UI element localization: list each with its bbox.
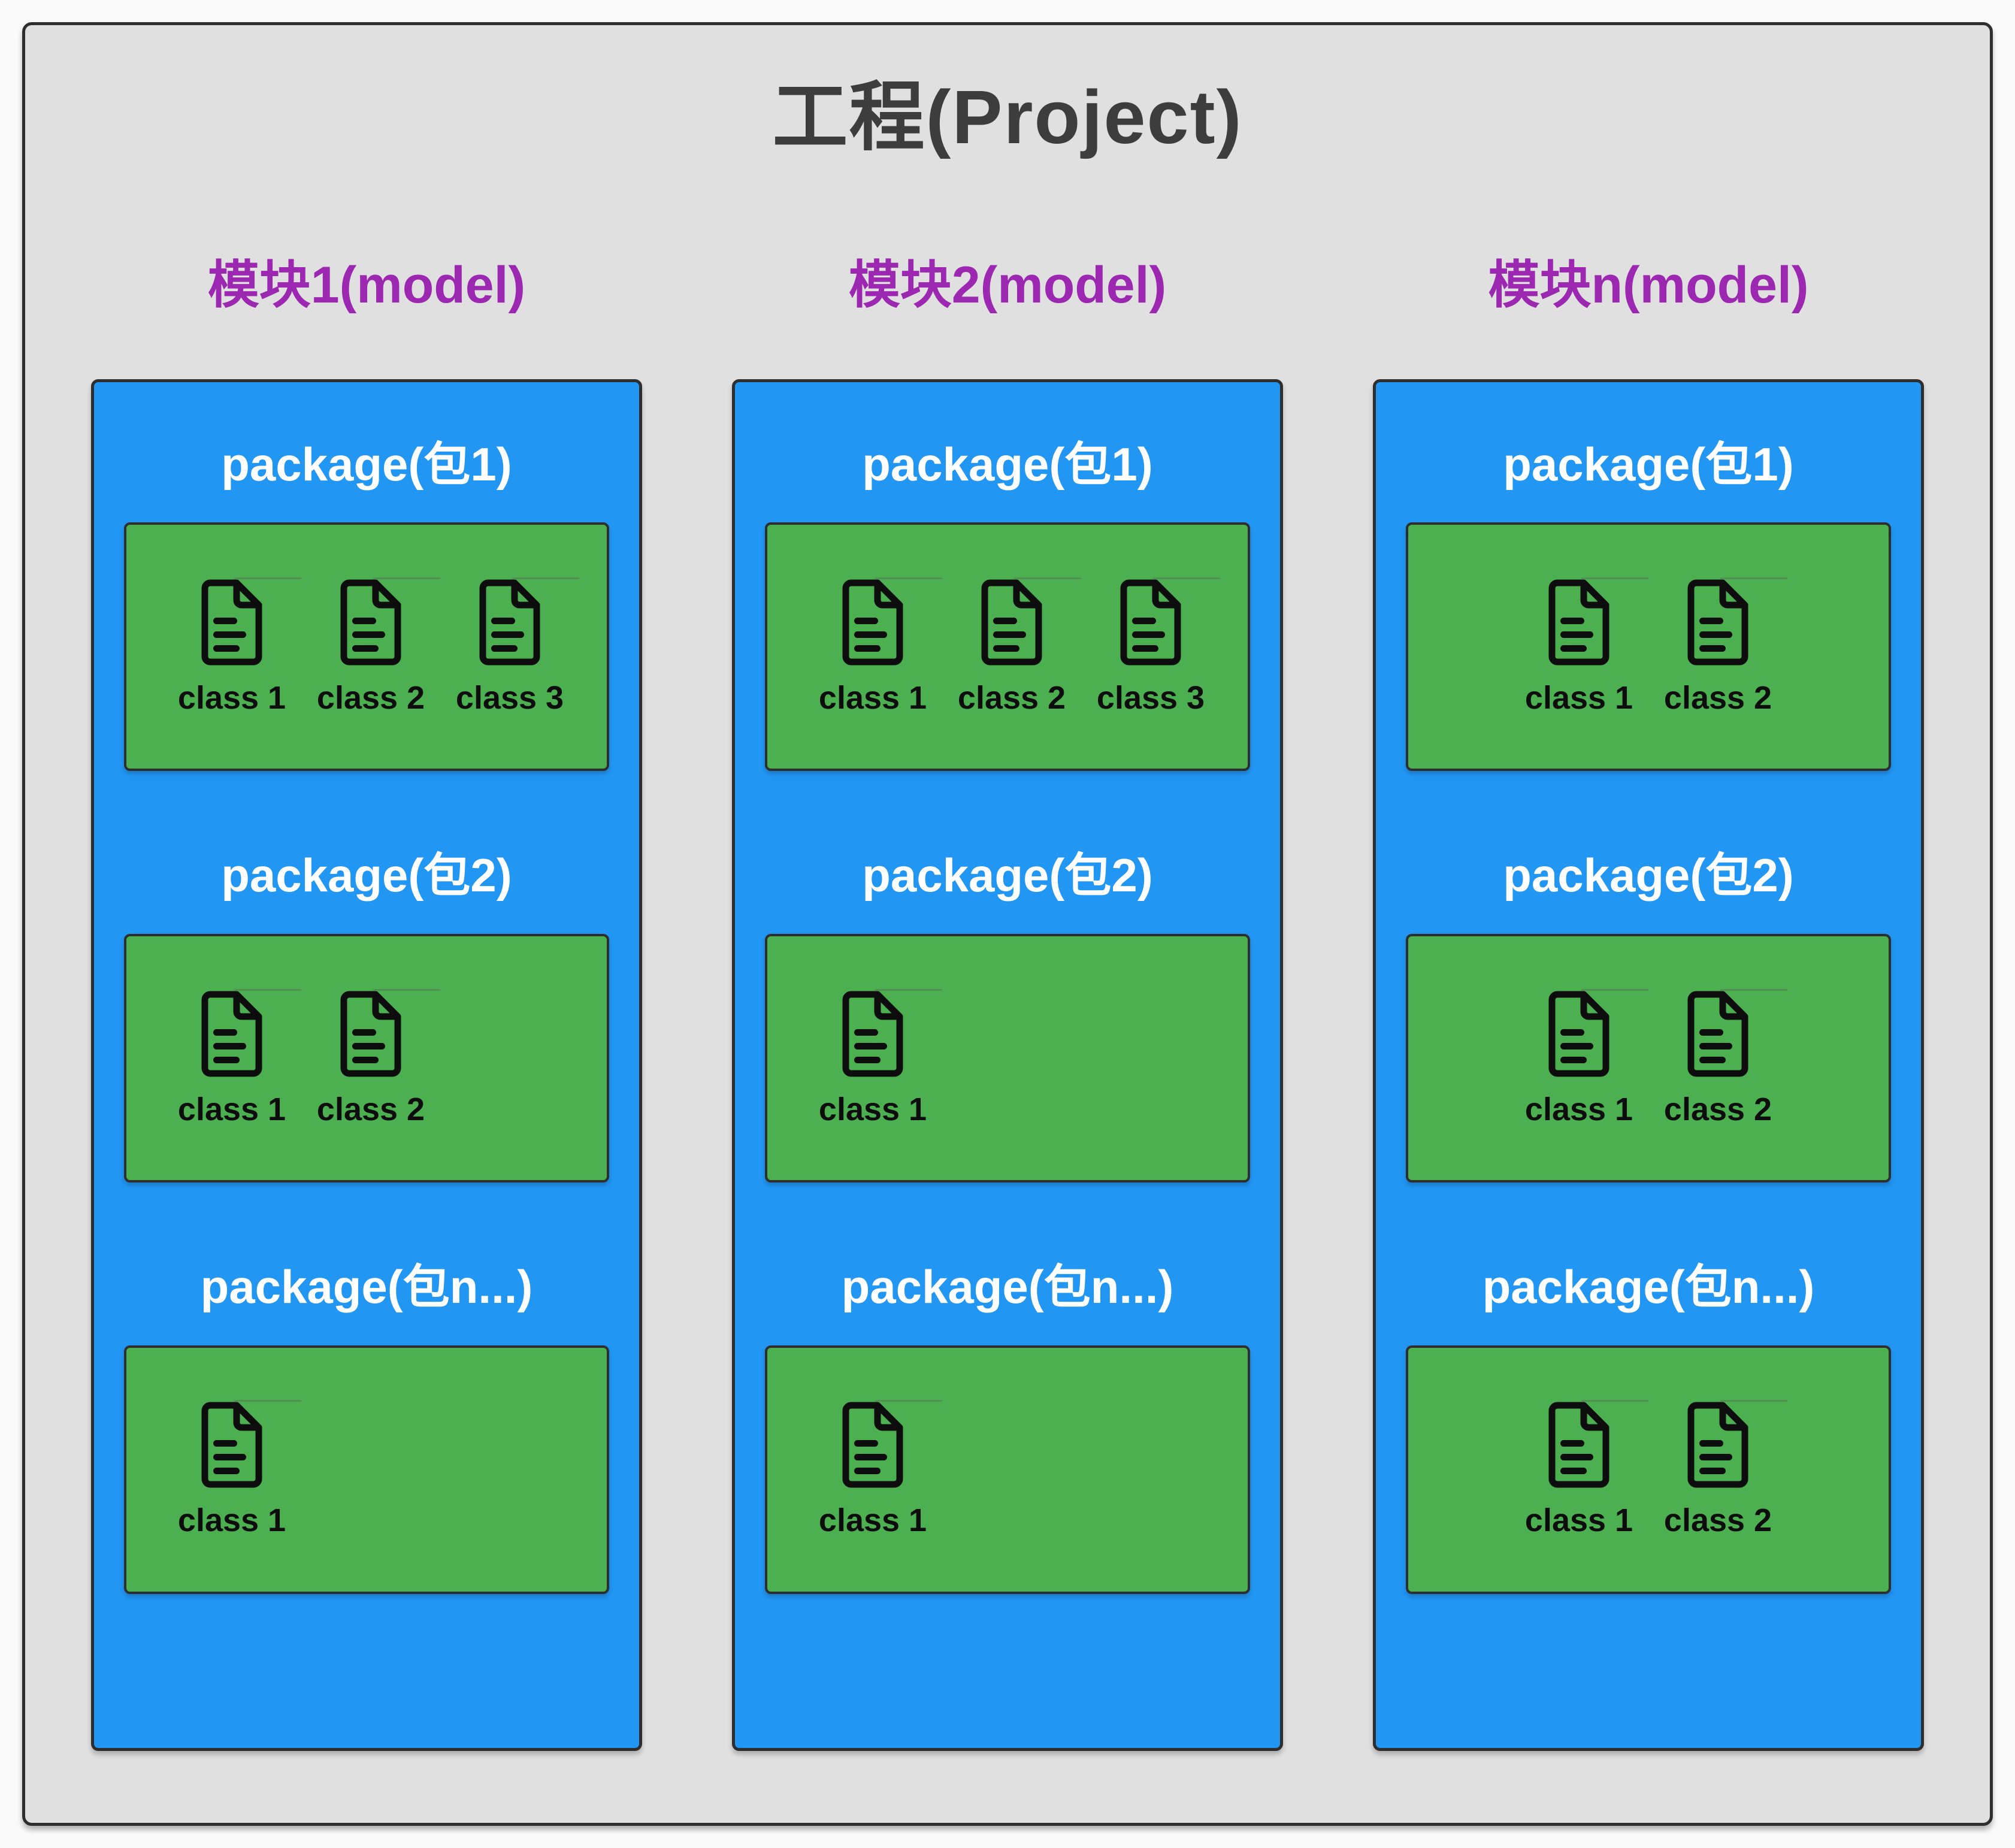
module-title: 模块2(model) (848, 256, 1167, 314)
project-title: 工程(Project) (772, 75, 1243, 159)
module-2-package-3: package(包n...) class 1 (765, 1260, 1250, 1594)
package-title: package(包2) (1503, 849, 1794, 902)
class-item: class 2 (958, 577, 1081, 716)
document-icon (839, 577, 942, 667)
class-label: class 2 (1663, 1091, 1772, 1127)
project-container: 工程(Project) 模块1(model) package(包1) class… (22, 22, 1993, 1826)
package-title: package(包1) (221, 437, 512, 491)
module-3-package-1: package(包1) class 1 class 2 (1406, 438, 1891, 772)
class-label: class 3 (1096, 679, 1205, 716)
class-item: class 2 (1664, 577, 1787, 716)
package-title: package(包n...) (1482, 1260, 1815, 1314)
module-title: 模块1(model) (207, 256, 526, 314)
document-icon (198, 1400, 301, 1490)
package-class-area: class 1 class 2 class 3 (765, 522, 1250, 772)
document-icon (839, 988, 942, 1079)
module-1-package-1: package(包1) class 1 class 2 (124, 438, 609, 772)
class-item: class 1 (1525, 1400, 1648, 1539)
document-icon (1684, 577, 1787, 667)
class-label: class 2 (316, 679, 425, 716)
class-label: class 1 (177, 1502, 286, 1539)
class-item: class 1 (178, 1400, 301, 1539)
document-icon (198, 577, 301, 667)
class-item: class 1 (819, 1400, 942, 1539)
class-label: class 2 (957, 679, 1066, 716)
package-title: package(包2) (221, 849, 512, 902)
module-1-package-2: package(包2) class 1 class 2 (124, 849, 609, 1183)
module-3: 模块n(model) package(包1) class 1 (1373, 253, 1924, 1751)
module-3-package-3: package(包n...) class 1 class 2 (1406, 1260, 1891, 1594)
class-item: class 1 (1525, 988, 1648, 1128)
package-title: package(包n...) (200, 1260, 533, 1314)
class-label: class 2 (1663, 679, 1772, 716)
package-class-area: class 1 (765, 1345, 1250, 1594)
class-label: class 1 (177, 679, 286, 716)
package-title: package(包n...) (841, 1260, 1174, 1314)
package-class-area: class 1 (765, 934, 1250, 1183)
document-icon (337, 988, 440, 1079)
document-icon (1117, 577, 1220, 667)
class-label: class 1 (818, 1091, 927, 1127)
class-label: class 1 (818, 1502, 927, 1539)
class-item: class 1 (178, 577, 301, 716)
document-icon (1545, 988, 1648, 1079)
document-icon (1684, 988, 1787, 1079)
document-icon (476, 577, 579, 667)
document-icon (1545, 577, 1648, 667)
class-item: class 2 (1664, 988, 1787, 1128)
package-title: package(包1) (862, 437, 1153, 491)
class-label: class 1 (177, 1091, 286, 1127)
package-title: package(包2) (862, 849, 1153, 902)
document-icon (1545, 1400, 1648, 1490)
class-label: class 2 (1663, 1502, 1772, 1539)
package-class-area: class 1 class 2 (1406, 1345, 1891, 1594)
class-item: class 3 (456, 577, 579, 716)
document-icon (839, 1400, 942, 1490)
class-label: class 1 (1524, 1502, 1633, 1539)
module-1-package-3: package(包n...) class 1 (124, 1260, 609, 1594)
class-item: class 2 (1664, 1400, 1787, 1539)
document-icon (1684, 1400, 1787, 1490)
class-label: class 1 (818, 679, 927, 716)
class-item: class 1 (178, 988, 301, 1128)
document-icon (978, 577, 1081, 667)
class-item: class 1 (819, 988, 942, 1128)
class-item: class 2 (317, 988, 440, 1128)
document-icon (337, 577, 440, 667)
module-box-3: package(包1) class 1 class 2 (1373, 379, 1924, 1751)
module-3-package-2: package(包2) class 1 class 2 (1406, 849, 1891, 1183)
class-label: class 2 (316, 1091, 425, 1127)
class-item: class 3 (1097, 577, 1220, 716)
module-2-package-1: package(包1) class 1 class 2 (765, 438, 1250, 772)
package-class-area: class 1 class 2 class 3 (124, 522, 609, 772)
class-item: class 2 (317, 577, 440, 716)
module-title: 模块n(model) (1488, 256, 1809, 314)
module-2-package-2: package(包2) class 1 (765, 849, 1250, 1183)
class-item: class 1 (1525, 577, 1648, 716)
document-icon (198, 988, 301, 1079)
module-box-2: package(包1) class 1 class 2 (732, 379, 1283, 1751)
package-title: package(包1) (1503, 437, 1794, 491)
package-class-area: class 1 class 2 (1406, 522, 1891, 772)
class-item: class 1 (819, 577, 942, 716)
class-label: class 1 (1524, 679, 1633, 716)
modules-row: 模块1(model) package(包1) class 1 (25, 253, 1990, 1751)
package-class-area: class 1 class 2 (1406, 934, 1891, 1183)
class-label: class 1 (1524, 1091, 1633, 1127)
module-1: 模块1(model) package(包1) class 1 (91, 253, 642, 1751)
package-class-area: class 1 (124, 1345, 609, 1594)
class-label: class 3 (455, 679, 564, 716)
package-class-area: class 1 class 2 (124, 934, 609, 1183)
module-box-1: package(包1) class 1 class 2 (91, 379, 642, 1751)
module-2: 模块2(model) package(包1) class 1 (732, 253, 1283, 1751)
